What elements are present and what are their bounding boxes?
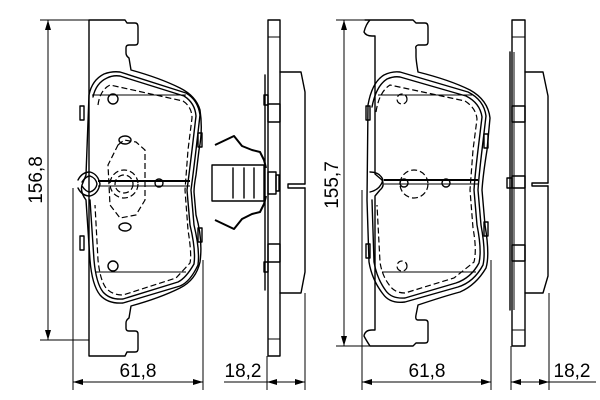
left-pad-thickness-label: 18,2 xyxy=(225,361,262,382)
spring-clip xyxy=(211,135,280,230)
left-pad-front-view xyxy=(77,19,203,357)
right-pad-dimensions: 155,7 61,8 18,2 xyxy=(322,19,596,390)
right-pad-width-label: 61,8 xyxy=(409,361,446,382)
right-pad-front-view xyxy=(363,19,491,347)
left-pad-width-label: 61,8 xyxy=(120,361,157,382)
left-pad-dimensions: 156,8 61,8 18,2 xyxy=(26,19,306,390)
left-pad-side-view xyxy=(263,19,306,357)
right-pad-height-label: 155,7 xyxy=(322,161,343,209)
right-pad-side-view xyxy=(506,19,549,347)
right-pad-thickness-label: 18,2 xyxy=(554,361,591,382)
left-pad-height-label: 156,8 xyxy=(26,156,47,204)
